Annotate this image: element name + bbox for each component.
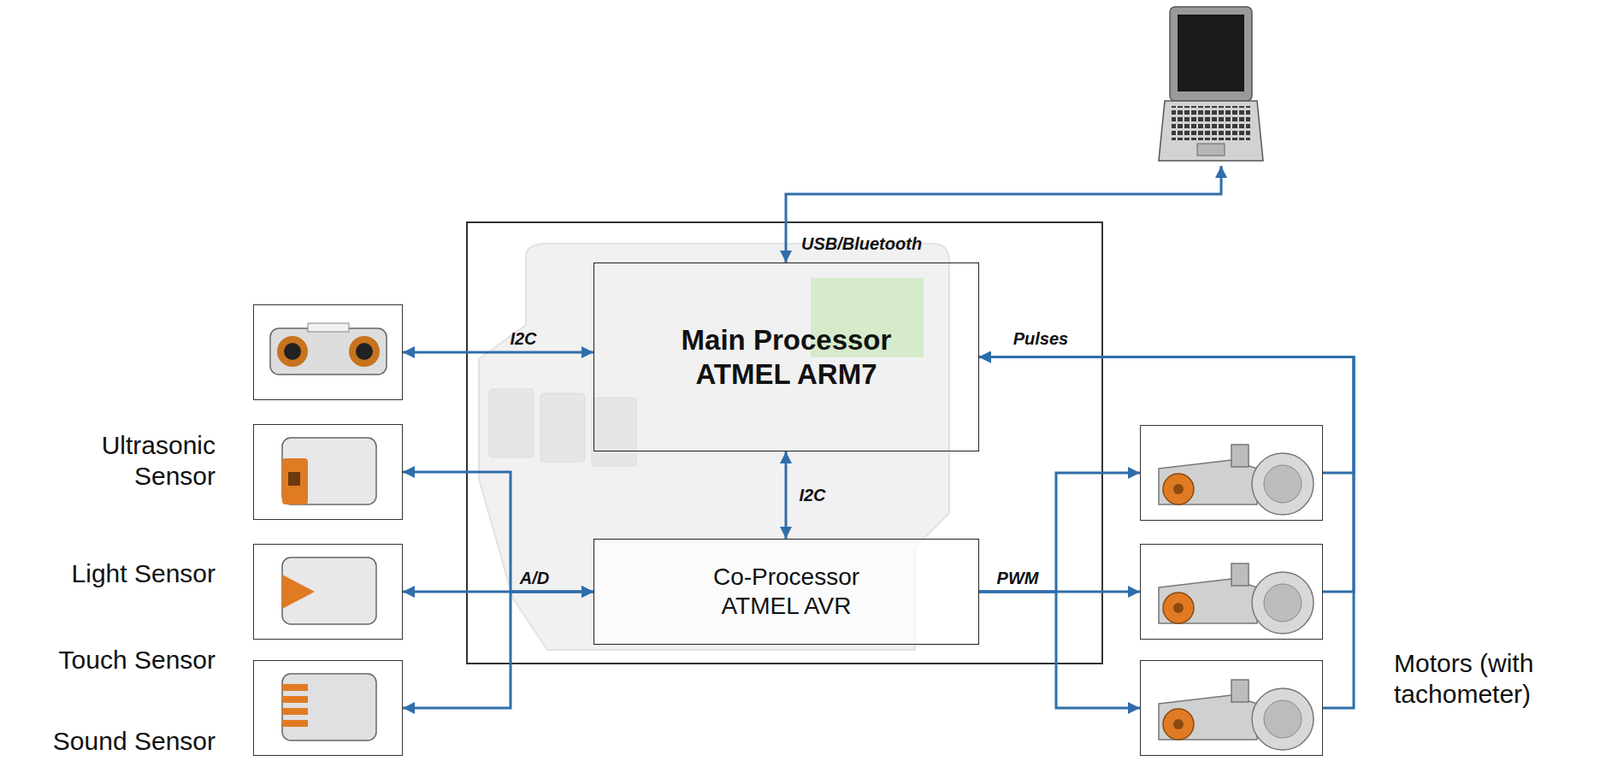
light-sensor-icon: [282, 437, 377, 505]
ultrasonic-icon: [270, 323, 387, 375]
illustration-part: [282, 673, 377, 741]
signal-connector: [785, 451, 788, 539]
touch-sensor-icon: [282, 557, 377, 625]
signal-connector: [979, 591, 1140, 709]
illustration-part: [288, 472, 301, 486]
signal-connector: [402, 472, 594, 592]
link-label: USB/Bluetooth: [801, 233, 922, 254]
device-label: Sound Sensor: [18, 726, 216, 757]
illustration-part: [282, 696, 308, 703]
processor-name: Main Processor: [681, 323, 892, 358]
signal-label: I2C: [798, 484, 826, 506]
device-box: Ultrasonic Sensor: [253, 304, 403, 401]
signal-label: I2C: [509, 328, 537, 349]
illustration-part: [1169, 6, 1252, 101]
illustration-part: [307, 323, 349, 332]
brick-outline: [466, 222, 1103, 664]
device-box: [1139, 425, 1323, 521]
illustration-part: [282, 437, 377, 505]
device-box: Touch Sensor: [253, 543, 403, 640]
motor-icon: [1158, 563, 1314, 634]
illustration-part: [277, 336, 308, 367]
usb-link: [785, 165, 1222, 263]
signal-connector: [402, 591, 594, 709]
signal-connector: [979, 472, 1140, 592]
signal-label: PWM: [997, 567, 1040, 589]
processor-box: Main ProcessorATMEL ARM7: [593, 262, 980, 452]
signal-connector: [979, 357, 1354, 709]
motor-icon: [1158, 679, 1314, 750]
illustration-part: [591, 397, 637, 467]
motor-icon: [1158, 444, 1314, 515]
illustration-part: [282, 458, 308, 505]
device-box: [1139, 543, 1323, 640]
device-box: Light Sensor: [253, 424, 403, 520]
illustration-part: [282, 557, 377, 625]
signal-connector: [979, 357, 1354, 474]
illustration-part: [270, 328, 387, 375]
illustration-part: [1158, 100, 1264, 161]
signal-label: Pulses: [1013, 328, 1069, 349]
illustration-part: [282, 574, 315, 609]
illustration-part: [282, 708, 308, 715]
illustration-part: [348, 336, 380, 367]
illustration-part: [283, 342, 302, 361]
device-box: Motors (with tachometer): [1139, 660, 1323, 756]
illustration-part: [282, 720, 308, 727]
laptop-icon: [1158, 6, 1264, 161]
processor-name: Co-Processor: [713, 562, 860, 592]
signal-connector: [402, 351, 594, 355]
chip-name: ATMEL ARM7: [695, 357, 877, 392]
signal-label: A/D: [519, 567, 550, 589]
illustration-part: [355, 342, 373, 361]
illustration-part: [540, 393, 585, 462]
sound-sensor-icon: [282, 673, 377, 741]
illustration-part: [1171, 106, 1251, 141]
device-label: Motors (with tachometer): [1393, 648, 1574, 710]
device-label: Ultrasonic Sensor: [18, 430, 216, 492]
illustration-part: [489, 389, 534, 458]
illustration-part: [1197, 143, 1225, 156]
processor-box: Co-ProcessorATMEL AVR: [593, 538, 980, 645]
illustration-part: [1177, 14, 1245, 92]
device-label: Touch Sensor: [18, 644, 216, 676]
device-label: Light Sensor: [18, 558, 216, 590]
device-box: Sound Sensor: [253, 660, 403, 756]
illustration-part: [282, 684, 308, 691]
chip-name: ATMEL AVR: [721, 591, 852, 621]
signal-connector: [979, 357, 1354, 593]
